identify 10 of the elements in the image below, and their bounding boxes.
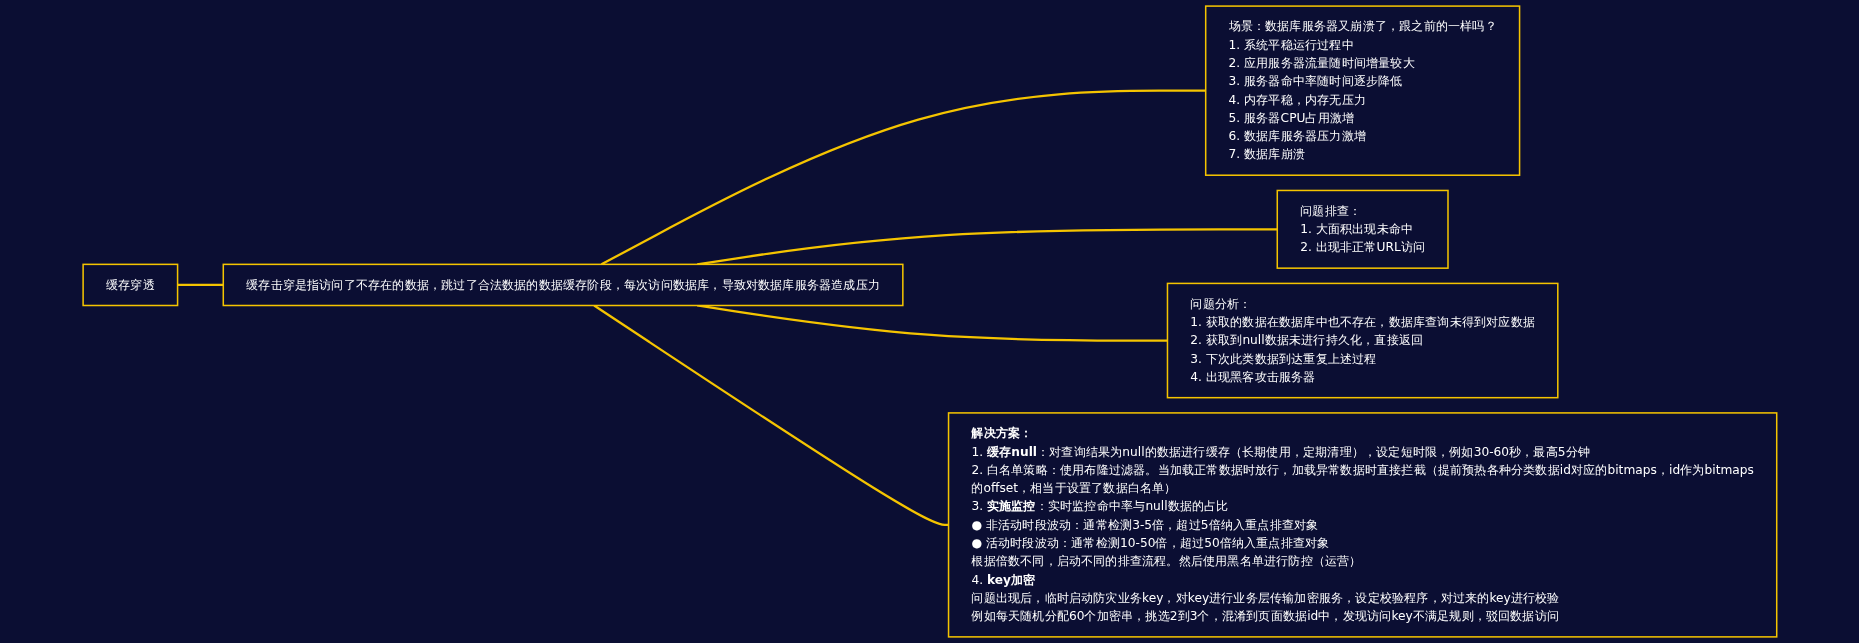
node-box: 缓存击穿是指访问了不存在的数据，跳过了合法数据的数据缓存阶段，每次访问数据库，导致对数据库服务器造成压力 [222,263,904,307]
node-box: 场景：数据库服务器又崩溃了，跟之前的一样吗？ 1. 系统平稳运行过程中 2. 应用服务器流量随时间增量较大 3. 服务器命中率随时间逐步降低 4. 内存平稳，内存无压力 5. 服务器CPU占用激增 6. 数据库服务器压力激增 7. 数据库崩溃 [1204,5,1520,176]
connector [696,228,1277,266]
node-box: 问题排查： 1. 大面积出现未命中 2. 出现非正常URL访问 [1276,189,1449,269]
connector [600,89,1206,266]
node-box: 问题分析： 1. 获取的数据在数据库中也不存在，数据库查询未得到对应数据 2. 获取到null数据未进行持久化，直接返回 3. 下次此类数据到达重复上述过程 4. 出现黑客攻击服务器 [1166,282,1559,399]
connector [593,304,949,527]
connector [177,283,223,287]
node-box: 解决方案： 1. 缓存null：对查询结果为null的数据进行缓存（长期使用，定期清理），设定短时限，例如30-60秒，最高5分钟 2. 白名单策略：使用布隆过滤器。当加载正常数据时放行，加载异常数据时直接拦截（提前预热各种分类数据id对应的bitmaps，id作为bitmaps的offset，相当于设置了数据白名单） 3. 实施监控：实时监控命中率与null数据的占比 ● 非活动时段波动：通常检测3-5倍，超过5倍纳入重点排查对象 ● 活动时段波动：通常检测10-50倍，超过50倍纳入重点排查对象 根据倍数不同，启动不同的排查流程。然后使用黑名单进行防控（运营） 4. key加密 问题出现后，临时启动防灾业务key，对key进行业务层传输加密服务，设定校验程序，对过来的key进行校验 例如每天随机分配60个加密串，挑选2到3个，混淆到页面数据id中，发现访问key不满足规则，驳回数据访问 [947,412,1778,638]
node-box: 缓存穿透 [81,263,178,307]
